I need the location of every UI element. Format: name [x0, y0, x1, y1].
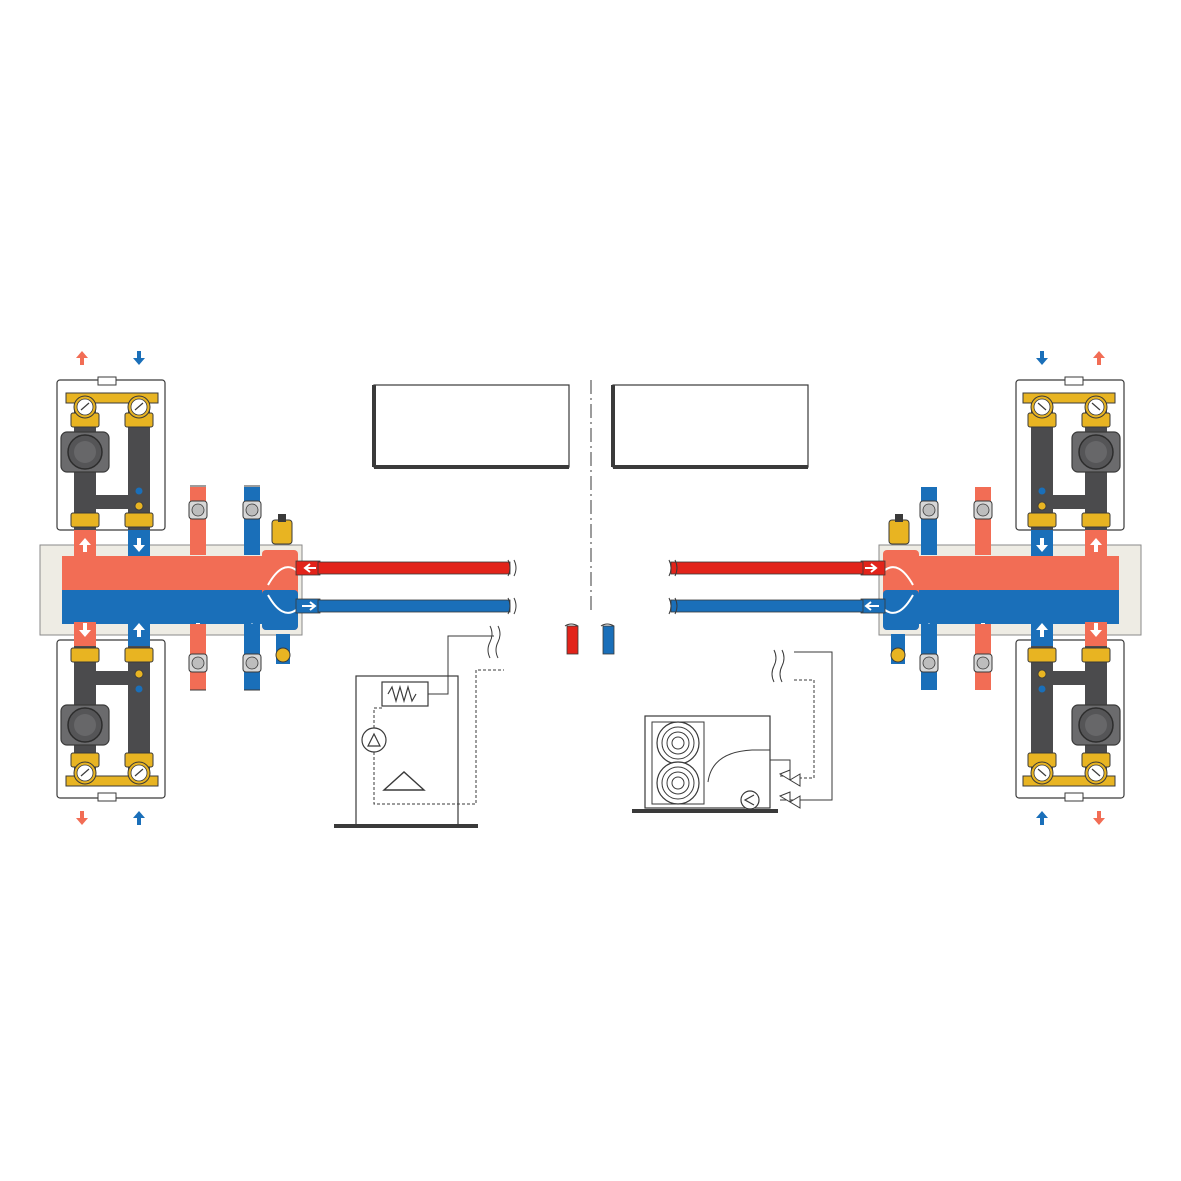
left-branch-valve-icon — [242, 500, 262, 520]
left-top-thermometer-red-icon — [73, 395, 97, 419]
heat-exchanger-coil-icon — [387, 684, 417, 704]
fan-icon — [656, 761, 700, 805]
left-top-flow-arrow-icon — [76, 351, 88, 365]
center-pipe-stubs — [564, 623, 615, 655]
heat-pump-valve-icon — [778, 769, 801, 787]
left-top-return-arrow-icon — [133, 351, 145, 365]
left-heating-station — [39, 351, 321, 825]
right-main-return-pipe — [670, 599, 864, 613]
left-bottom-pump-icon — [60, 704, 110, 746]
outdoor-heat-pump-unit — [632, 649, 833, 813]
left-cold-manifold — [62, 590, 292, 624]
left-top-thermometer-blue-icon — [127, 395, 151, 419]
boiler-unit — [334, 625, 504, 828]
left-drain-valve-icon — [275, 647, 291, 663]
right-placeholder-box — [611, 384, 809, 469]
left-air-vent-icon — [271, 519, 293, 545]
left-main-return-pipe — [317, 599, 511, 613]
right-heating-station — [860, 351, 1142, 825]
boiler-pump-icon — [361, 727, 387, 753]
fan-icon — [656, 721, 700, 765]
burner-icon — [382, 771, 426, 791]
left-placeholder-box — [372, 384, 570, 469]
left-hot-manifold — [62, 556, 292, 590]
right-main-flow-pipe — [670, 561, 864, 575]
left-bottom-return-arrow-icon — [133, 811, 145, 825]
left-bottom-thermometer-blue-icon — [127, 761, 151, 785]
left-bottom-flow-arrow-icon — [76, 811, 88, 825]
left-branch-valve-icon — [242, 653, 262, 673]
left-top-pump-icon — [60, 431, 110, 473]
heat-pump-valve-icon — [778, 791, 801, 809]
left-branch-valve-icon — [188, 653, 208, 673]
left-branch-valve-icon — [188, 500, 208, 520]
left-bottom-thermometer-red-icon — [73, 761, 97, 785]
left-main-flow-pipe — [317, 561, 511, 575]
heat-pump-circulator-icon — [740, 790, 760, 810]
